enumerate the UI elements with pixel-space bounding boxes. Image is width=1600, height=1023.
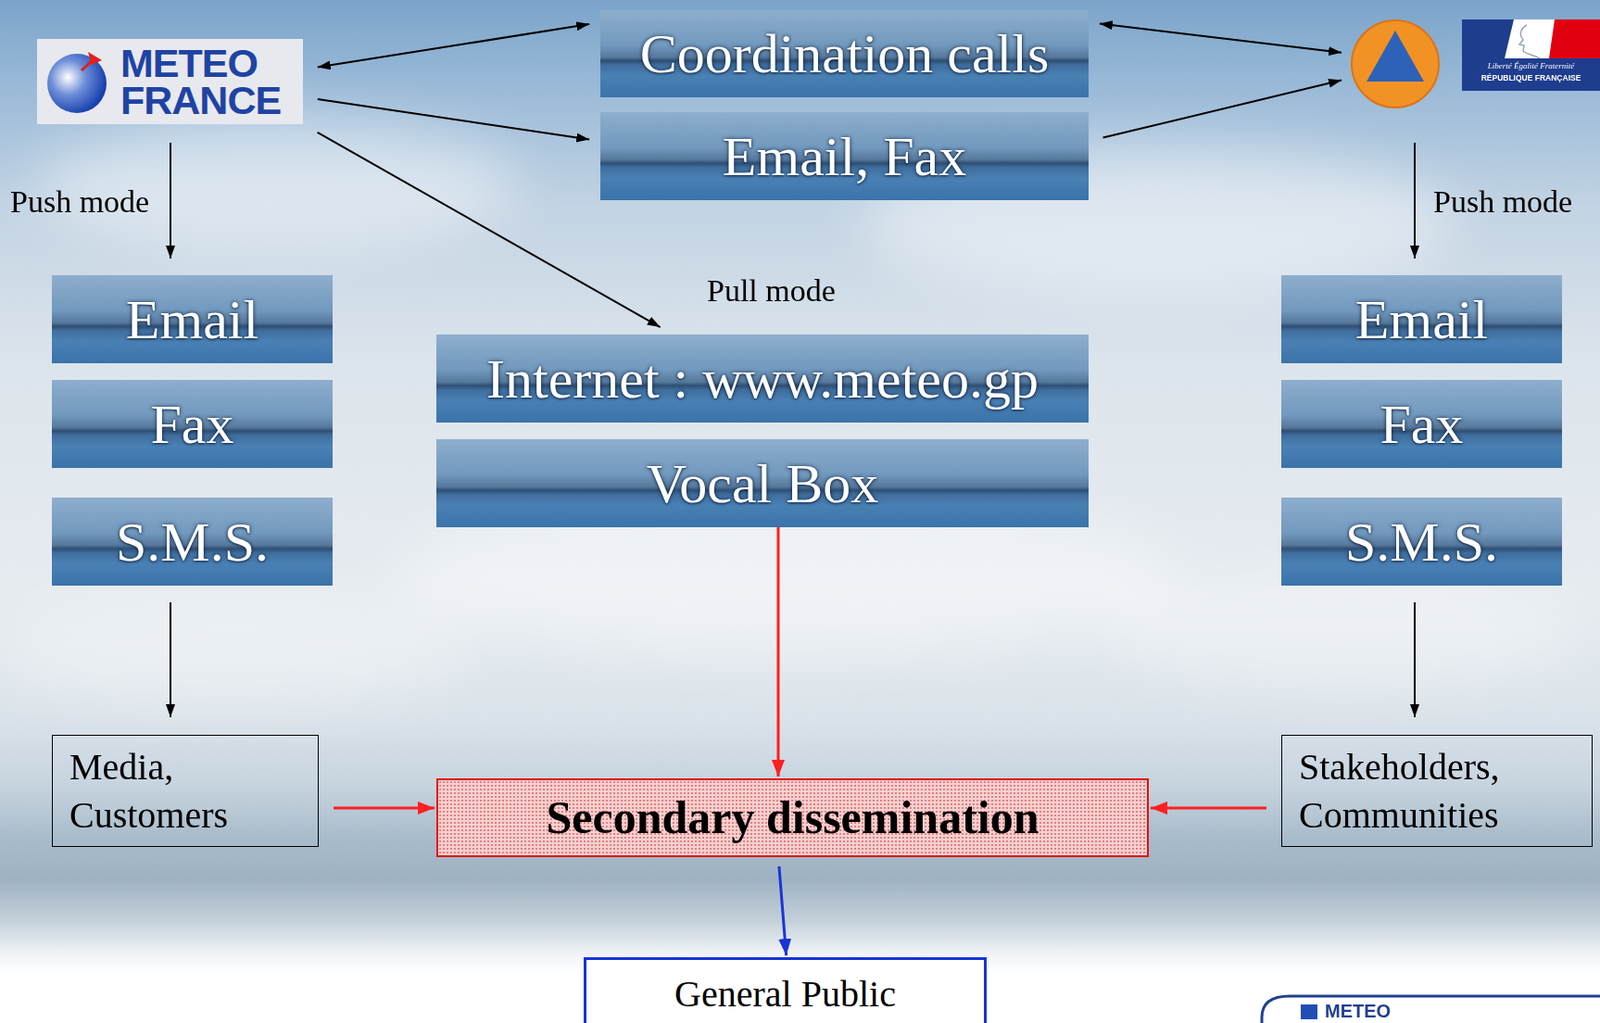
cloud [0,592,473,705]
flag-white [1461,19,1600,59]
box-label: Fax [1380,396,1464,453]
connector-arrow [1413,602,1416,718]
logo-text-holder: Liberté Égalité FraternitéRÉPUBLIQUE FRA… [1481,58,1582,85]
logo-text-holder: METEO FRANCE [120,44,281,119]
authority-logo: Liberté Égalité FraternitéRÉPUBLIQUE FRA… [1343,16,1600,114]
republic-logo: Liberté Égalité FraternitéRÉPUBLIQUE FRA… [1461,19,1600,91]
box-label: Coordination calls [640,25,1050,82]
logo-square [1300,1004,1318,1020]
civil-protection-logo [1343,16,1448,114]
logo-icon [44,48,112,115]
channel-box: Vocal Box [436,439,1089,528]
connector-arrow [1099,24,1342,53]
cloud [1102,574,1585,686]
connector-arrow [317,24,590,68]
logo-text: Liberté Égalité Fraternité [1481,60,1582,73]
channel-box: Internet : www.meteo.gp [436,334,1089,423]
flag-blue [1461,19,1514,59]
box-label: S.M.S. [1345,514,1499,570]
channel-box: S.M.S. [51,497,333,586]
channel-box: S.M.S. [1281,497,1563,586]
connector-arrow [1103,79,1343,138]
channel-box: Email, Fax [600,112,1089,201]
logo-globe [47,53,107,114]
connector-group [170,24,1415,956]
flag-red [1549,19,1600,59]
logo-text: RÉPUBLIQUE FRANÇAISE [1481,72,1582,85]
connector-arrow [169,602,172,718]
channel-box: Coordination calls [600,10,1089,98]
box-label: Internet : www.meteo.gp [486,351,1039,407]
box-label: Email [1355,291,1488,348]
channel-box: Email [51,275,333,364]
orange-disc [1351,20,1439,108]
mode-label: Push mode [1433,183,1573,222]
logo-text: METEO FRANCE [120,44,281,119]
mode-label: Pull mode [706,272,836,311]
connector-arrow [1413,142,1416,259]
channel-box: Fax [1281,379,1563,468]
box-label: Vocal Box [646,455,880,512]
box-label: General Public [674,972,896,1016]
audience-box: Media, Customers [51,734,319,847]
box-label: Email [125,291,259,348]
cloud-group [0,120,1585,705]
connector-arrow [779,866,787,956]
connector-arrow [317,99,590,140]
audience-box: General Public [583,957,987,1023]
connector-arrow [169,142,172,259]
channel-box: Email [1281,275,1563,364]
box-label: Secondary dissemination [545,792,1039,844]
box-label: Stakeholders, Communities [1298,743,1500,840]
channel-box: Fax [51,379,333,468]
logo-wordmark: METEO [1324,1000,1391,1021]
box-label: Email, Fax [722,128,967,185]
logo-arrow [81,60,93,71]
flag-emblem [1461,19,1600,59]
box-label: Media, Customers [69,743,228,840]
audience-box: Stakeholders, Communities [1281,734,1593,847]
connector-arrow [777,527,781,777]
blue-triangle [1366,30,1424,82]
box-label: S.M.S. [115,514,269,570]
organization-logo: METEO FRANCE [37,38,303,125]
connector-arrow [1150,806,1267,810]
connector-arrow [333,806,435,810]
marianne-profile [1519,25,1540,59]
box-label: Fax [151,396,235,453]
dissemination-box: Secondary dissemination [436,778,1149,857]
logo-frame [1261,995,1600,1023]
mode-label: Push mode [10,183,150,222]
